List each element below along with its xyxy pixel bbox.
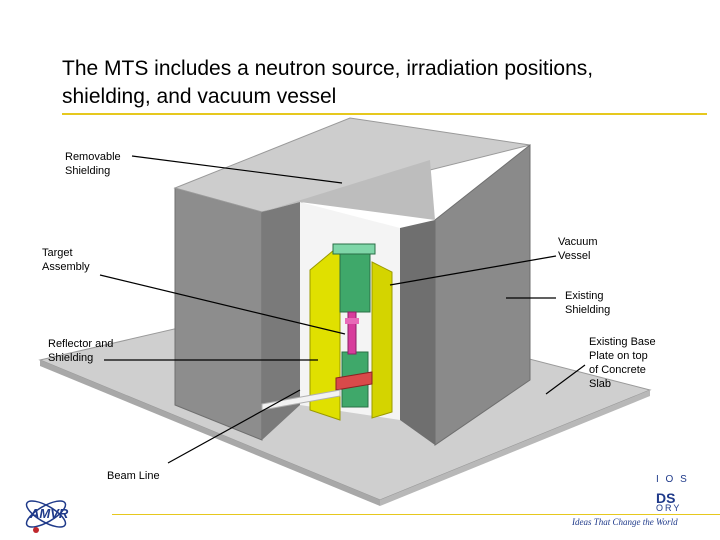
brand-fragment-top: I O S xyxy=(656,474,689,485)
footer-rule xyxy=(112,514,720,515)
brand-fragment-bot: ORY xyxy=(656,503,681,513)
vacuum-vessel-upper xyxy=(340,252,370,312)
callout-vacuum-vessel: Vacuum Vessel xyxy=(558,235,598,263)
vacuum-vessel-flange xyxy=(333,244,375,254)
reflector-right-panel xyxy=(372,262,392,418)
tagline: Ideas That Change the World xyxy=(572,517,678,527)
callout-beam-line: Beam Line xyxy=(107,469,160,483)
callout-target-assembly: Target Assembly xyxy=(42,246,90,274)
callout-existing-shielding: Existing Shielding xyxy=(565,289,610,317)
callout-removable-shielding: Removable Shielding xyxy=(65,150,121,178)
callout-reflector-shielding: Reflector and Shielding xyxy=(48,337,113,365)
shield-left-face xyxy=(175,188,262,440)
callout-existing-base-plate: Existing Base Plate on top of Concrete S… xyxy=(589,335,656,391)
logo-text: AMVR xyxy=(30,506,68,521)
target-rod-cap xyxy=(345,318,359,324)
shield-front-right xyxy=(400,220,435,445)
